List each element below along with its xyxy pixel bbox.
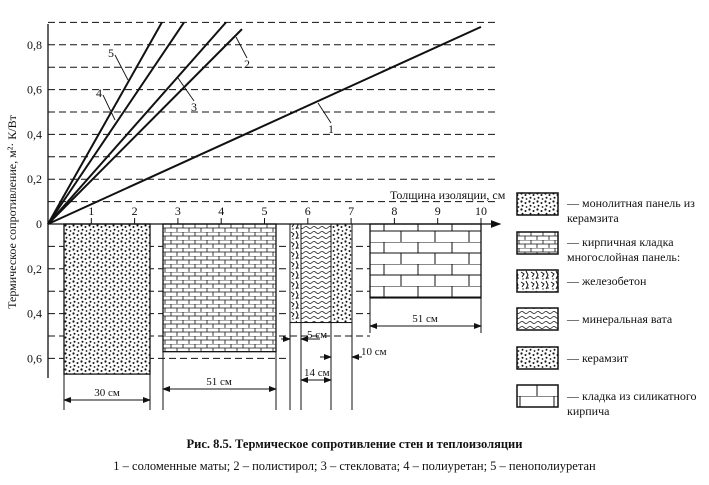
- legend-item-brick: — кирпичная кладка многослойная панель:: [567, 235, 681, 264]
- x-tick-label: 2: [132, 204, 138, 218]
- dimension-label: 14 см: [304, 367, 330, 379]
- legend-item-keramzite-panel: — монолитная панель из керамзита: [567, 196, 695, 225]
- dimension-label: 5 см: [307, 329, 327, 341]
- series-leader-line: [317, 102, 332, 124]
- x-tick-label: 3: [175, 204, 181, 218]
- y-tick-label: 0,2: [27, 172, 42, 186]
- legend-swatch-brick: [516, 231, 559, 255]
- legend-swatch-keramzite: [516, 346, 559, 370]
- series-label: 4: [96, 86, 102, 100]
- x-tick-label: 5: [262, 204, 268, 218]
- y-tick-label: 0,6: [27, 83, 42, 97]
- series-label: 3: [191, 100, 197, 114]
- series-label: 5: [108, 46, 114, 60]
- x-tick-label: 9: [435, 204, 441, 218]
- y-tick-label-below: 0,2: [27, 262, 42, 276]
- dimension-label: 10 см: [361, 346, 387, 358]
- series-line-1: [47, 25, 482, 225]
- figure-caption-title: Рис. 8.5. Термическое сопротивление стен…: [186, 437, 523, 451]
- wall-layer-keramzite: [330, 223, 353, 324]
- series-line-3: [47, 21, 227, 225]
- wall-layer-mineral-wool: [300, 223, 332, 324]
- legend-swatch-mineral-wool: [516, 307, 559, 331]
- x-axis-label: Толщина изоляции, см: [390, 188, 506, 202]
- x-tick-label: 7: [348, 204, 354, 218]
- x-tick-label: 1: [88, 204, 94, 218]
- legend-item-concrete: — железобетон: [567, 274, 647, 288]
- dimension-label: 30 см: [94, 387, 120, 399]
- x-tick-label: 6: [305, 204, 311, 218]
- series-line-4: [47, 21, 185, 225]
- series-leader-line: [235, 36, 248, 59]
- y-axis-label: Термическое сопротивление, м²· К/Вт: [5, 114, 19, 308]
- y-tick-label: 0: [36, 217, 42, 231]
- series-leader-line: [102, 94, 116, 121]
- wall-layer-concrete: [289, 223, 302, 324]
- figure-caption-legend: 1 – соломенные маты; 2 – полистирол; 3 –…: [113, 459, 596, 473]
- dimension-label: 51 см: [206, 376, 232, 388]
- y-tick-label-below: 0,4: [27, 307, 42, 321]
- wall-section: [369, 223, 482, 299]
- y-tick-label: 0,8: [27, 38, 42, 52]
- x-tick-label: 8: [391, 204, 397, 218]
- legend-swatch-silicate-brick: [516, 384, 559, 408]
- series-line-2: [47, 28, 243, 225]
- series-label: 1: [328, 122, 334, 136]
- y-tick-label-below: 0,6: [27, 351, 42, 365]
- legend-item-keramzite: — керамзит: [567, 351, 629, 365]
- legend-swatch-concrete: [516, 269, 559, 293]
- dimension-label: 51 см: [412, 313, 438, 325]
- series-leader-line: [114, 54, 129, 81]
- x-tick-label: 10: [475, 204, 487, 218]
- y-tick-label: 0,4: [27, 127, 42, 141]
- legend-swatch-keramzite-panel: [516, 192, 559, 216]
- series-leader-line: [177, 77, 195, 102]
- x-tick-label: 4: [218, 204, 224, 218]
- wall-section: [162, 223, 277, 353]
- legend-item-mineral-wool: — минеральная вата: [567, 312, 673, 326]
- wall-section: [63, 223, 151, 375]
- legend-item-silicate-brick: — кладка из силикатного кирпича: [567, 389, 697, 418]
- series-line-5: [47, 21, 163, 225]
- series-label: 2: [244, 57, 250, 71]
